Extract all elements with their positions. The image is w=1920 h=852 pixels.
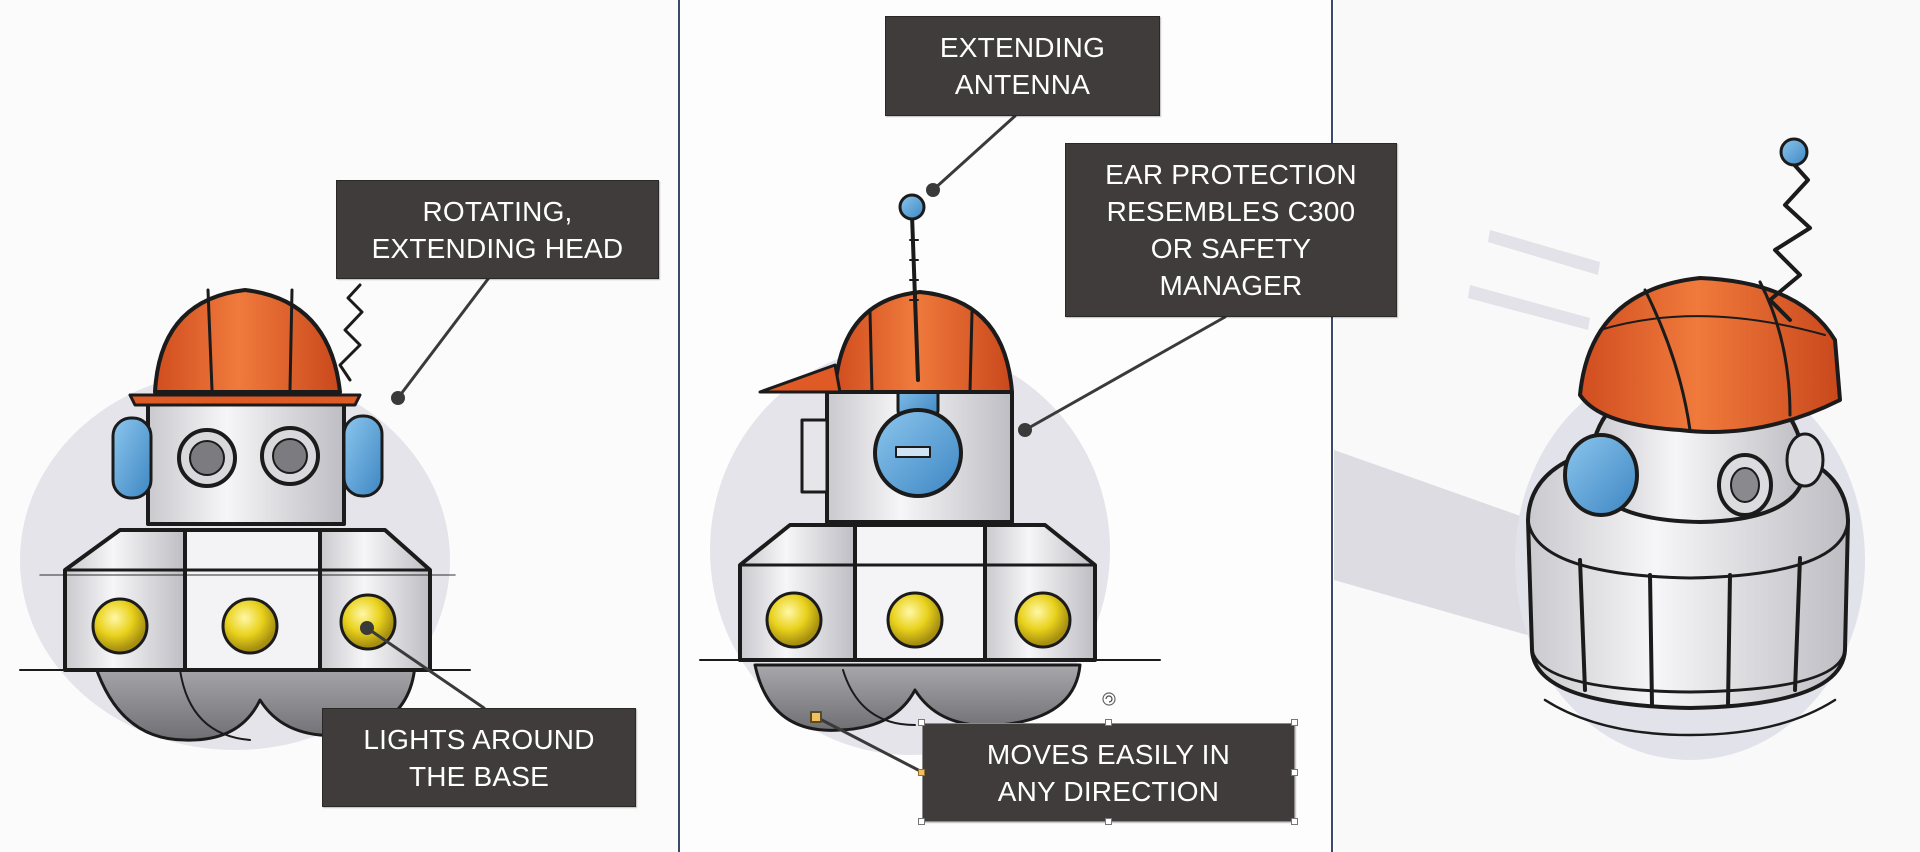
callout-ear-protection: EAR PROTECTION RESEMBLES C300 OR SAFETY …	[1065, 143, 1397, 317]
robot-front	[19, 277, 490, 750]
head	[800, 376, 1014, 524]
resize-handle-n[interactable]	[1105, 719, 1112, 726]
leader-handle-moves	[810, 711, 822, 723]
callout-text: LIGHTS AROUND	[363, 723, 595, 755]
callout-text: EAR PROTECTION	[1105, 159, 1357, 190]
resize-handle-se[interactable]	[1291, 818, 1298, 825]
helmet	[1578, 276, 1842, 434]
leader-dot-ear	[1018, 423, 1032, 437]
callout-text: ANTENNA	[954, 69, 1091, 100]
antenna	[1768, 137, 1812, 322]
resize-handle-nw[interactable]	[918, 719, 925, 726]
callout-text: OR SAFETY	[1150, 233, 1312, 264]
panel-divider	[678, 0, 680, 852]
rotate-handle-icon[interactable]	[1100, 690, 1118, 708]
helmet	[758, 290, 1014, 394]
callout-rotating-extending-head: ROTATING, EXTENDING HEAD	[336, 180, 659, 279]
resize-handle-ne[interactable]	[1291, 719, 1298, 726]
callout-text: MOVES EASILY IN	[986, 738, 1231, 770]
leader-dot-antenna	[926, 183, 940, 197]
resize-handle-s[interactable]	[1105, 818, 1112, 825]
callout-extending-antenna: EXTENDING ANTENNA	[885, 16, 1160, 116]
resize-handle-w[interactable]	[918, 769, 925, 776]
leader-line-antenna	[931, 114, 1017, 192]
head	[111, 396, 384, 526]
robot-side	[699, 114, 1227, 774]
panel-divider	[1331, 0, 1333, 852]
antenna	[898, 193, 926, 382]
leader-line-moves	[814, 715, 924, 774]
callout-text: THE BASE	[408, 760, 550, 792]
leader-line-lights	[365, 626, 486, 710]
leader-line-ear	[1023, 315, 1227, 432]
leader-dot-head	[391, 391, 405, 405]
callout-moves-any-direction[interactable]: MOVES EASILY IN ANY DIRECTION	[922, 723, 1295, 822]
base-lights	[765, 591, 1072, 649]
leader-line-head	[396, 277, 490, 400]
leader-dot-lights	[360, 621, 374, 635]
antenna-zigzag	[338, 283, 364, 382]
callout-text: RESEMBLES C300	[1106, 196, 1356, 227]
robot-perspective	[1334, 137, 1865, 760]
resize-handle-e[interactable]	[1291, 769, 1298, 776]
wheels	[753, 663, 1082, 732]
callout-text: MANAGER	[1159, 270, 1303, 301]
callout-text: ANY DIRECTION	[997, 775, 1220, 807]
callout-text: EXTENDING	[939, 32, 1106, 63]
helmet	[128, 288, 362, 407]
callout-text: EXTENDING HEAD	[371, 232, 624, 264]
resize-handle-sw[interactable]	[918, 818, 925, 825]
motion-streaks	[1334, 230, 1600, 640]
callout-text: ROTATING,	[422, 195, 573, 227]
callout-lights-around-base: LIGHTS AROUND THE BASE	[322, 708, 636, 807]
